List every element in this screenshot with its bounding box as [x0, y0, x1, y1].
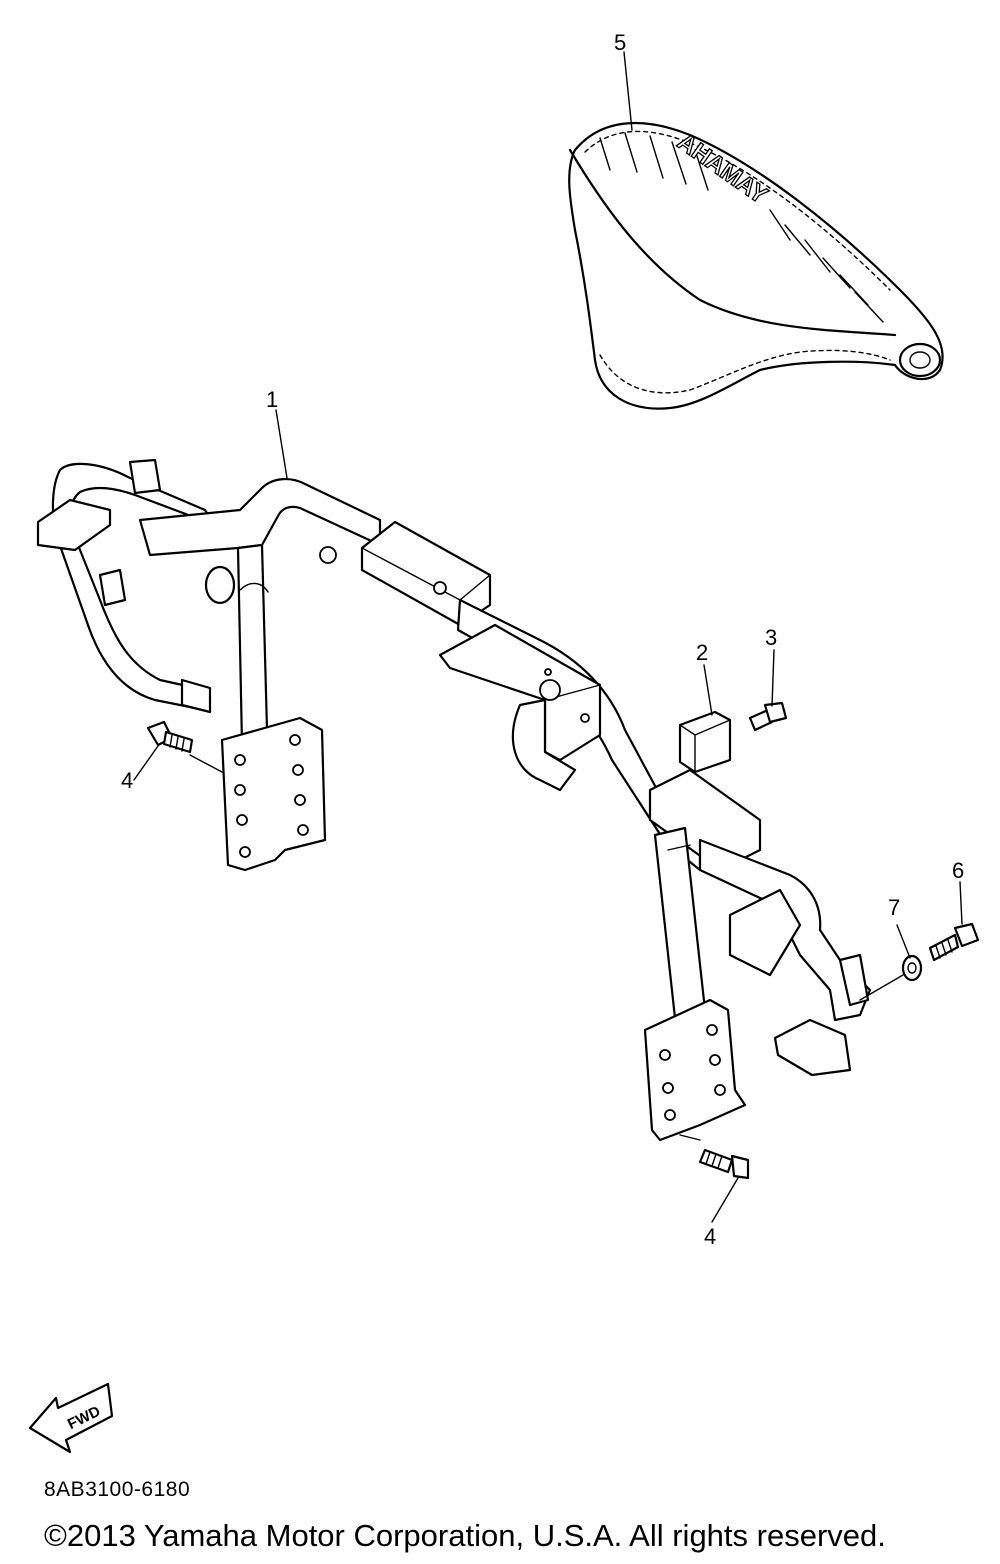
drawing-code: 8AB3100-6180	[44, 1478, 191, 1501]
callout-5: 5	[614, 30, 626, 55]
callout-7: 7	[888, 895, 900, 920]
callout-labels: 5 1 2 3 4 6 7 4	[121, 30, 964, 1249]
copyright-notice: ©2013 Yamaha Motor Corporation, U.S.A. A…	[44, 1518, 886, 1553]
callout-4-left: 4	[121, 768, 133, 793]
bolt-part-right	[698, 1148, 750, 1180]
callout-3: 3	[765, 625, 777, 650]
damper-part	[678, 710, 732, 774]
washer-part-7	[901, 954, 923, 982]
seat-part: YAMAHA	[568, 121, 944, 410]
leader-lines	[133, 51, 963, 1223]
callout-2: 2	[696, 640, 708, 665]
callout-4-right: 4	[704, 1224, 716, 1249]
frame-part	[36, 458, 872, 1142]
callout-1: 1	[266, 387, 278, 412]
fwd-arrow-icon: FWD	[28, 1382, 114, 1454]
bolt-part-6	[928, 922, 980, 962]
callout-6: 6	[952, 858, 964, 883]
bolt-part-left	[146, 720, 194, 754]
screw-part	[748, 701, 788, 732]
